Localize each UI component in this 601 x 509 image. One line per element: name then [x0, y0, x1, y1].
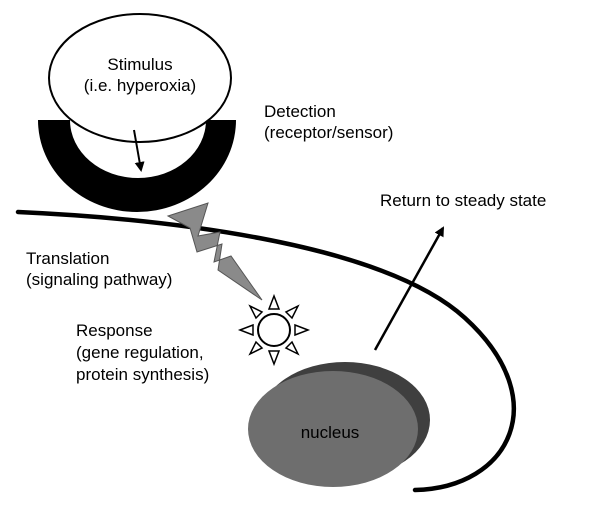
sun-burst-icon [237, 293, 311, 367]
nucleus-shape [248, 362, 430, 487]
stimulus-label: Stimulus [107, 55, 172, 74]
detection-label: Detection [264, 102, 336, 121]
response-sublabel-2: protein synthesis) [76, 365, 209, 384]
receptor-sensor-shape [38, 120, 236, 212]
steady-state-label: Return to steady state [380, 191, 546, 210]
translation-label: Translation [26, 249, 109, 268]
steady-state-arrow [373, 226, 445, 351]
lightning-bolt-icon [166, 202, 263, 301]
nucleus-label: nucleus [301, 423, 360, 442]
response-sublabel-1: (gene regulation, [76, 343, 204, 362]
stimulus-sublabel: (i.e. hyperoxia) [84, 76, 196, 95]
response-label: Response [76, 321, 153, 340]
translation-sublabel: (signaling pathway) [26, 270, 172, 289]
detection-sublabel: (receptor/sensor) [264, 123, 393, 142]
cell-membrane-line [15, 209, 516, 493]
stimulus-to-receptor-arrow [133, 129, 145, 172]
stimulus-ellipse [48, 13, 232, 143]
